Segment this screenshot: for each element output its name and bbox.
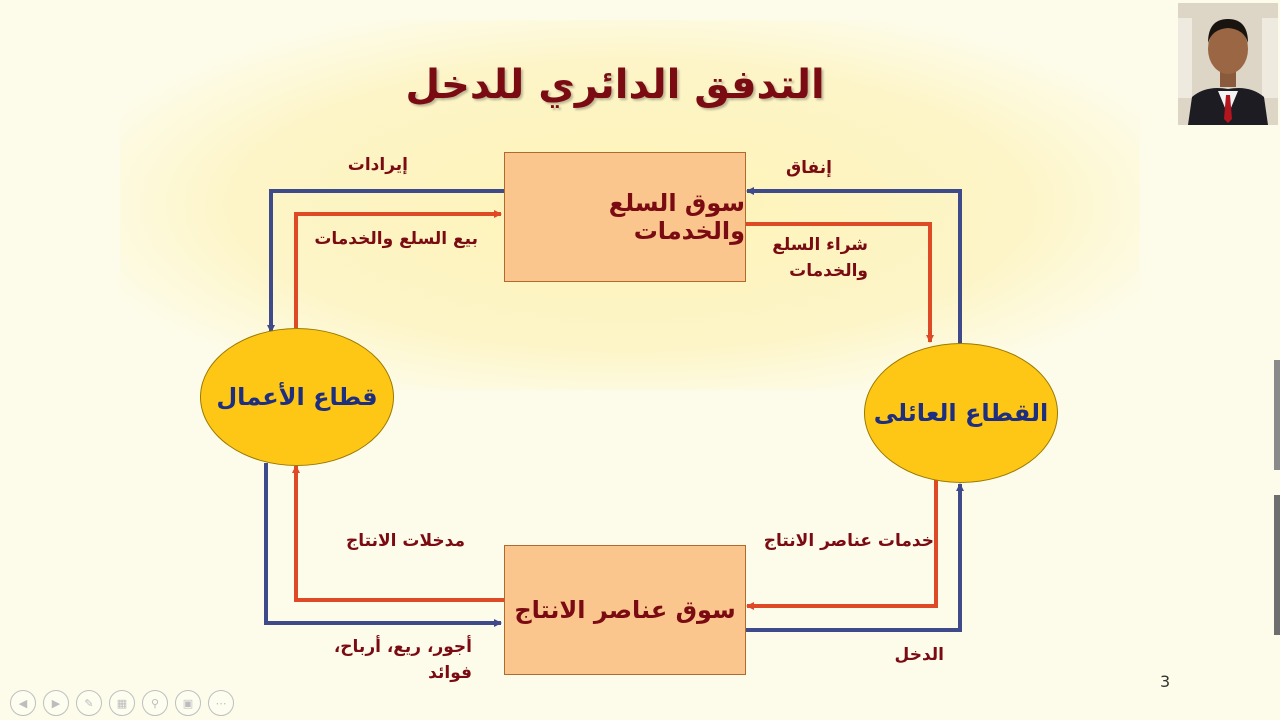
purchase-arrow	[744, 222, 934, 343]
sale-arrow	[294, 210, 502, 328]
payments-arrow	[264, 463, 502, 627]
screen-icon[interactable]: ▣	[175, 690, 201, 716]
purchase-line-1: شراء السلع	[772, 235, 868, 255]
slide-title: التدفق الدائري للدخل	[405, 62, 825, 108]
previous-icon[interactable]: ◀	[10, 690, 36, 716]
spending-label: إنفاق	[785, 158, 832, 178]
services-arrow	[746, 472, 938, 610]
income-arrow	[744, 483, 964, 632]
purchase-label: شراء السلع والخدمات	[772, 232, 868, 284]
pen-icon[interactable]: ✎	[76, 690, 102, 716]
business-sector-ellipse: قطاع الأعمال	[200, 328, 394, 466]
payments-label: أجور، ريع، أرباح، فوائد	[334, 634, 472, 686]
slides-icon[interactable]: ▦	[109, 690, 135, 716]
slideshow-toolbar: ◀ ▶ ✎ ▦ ⚲ ▣ ⋯	[0, 686, 470, 720]
inputs-arrow	[292, 465, 504, 602]
factor-market-label: سوق عناصر الانتاج	[514, 596, 736, 624]
right-edge-strip	[1274, 360, 1280, 470]
factor-services-label: خدمات عناصر الانتاج	[763, 531, 934, 551]
payments-line-1: أجور، ريع، أرباح،	[333, 637, 472, 657]
factor-market-box: سوق عناصر الانتاج	[504, 545, 746, 675]
income-label: الدخل	[894, 645, 944, 665]
household-sector-label: القطاع العائلى	[873, 399, 1049, 427]
presenter-video	[1178, 3, 1278, 125]
right-edge-strip-lower	[1274, 495, 1280, 635]
next-icon[interactable]: ▶	[43, 690, 69, 716]
sale-of-goods-label: بيع السلع والخدمات	[314, 229, 478, 249]
household-sector-ellipse: القطاع العائلى	[864, 343, 1058, 483]
revenues-arrow	[267, 189, 504, 333]
business-sector-label: قطاع الأعمال	[216, 383, 378, 411]
goods-market-box: سوق السلع والخدمات	[504, 152, 746, 282]
payments-line-2: فوائد	[428, 663, 472, 683]
purchase-line-2: والخدمات	[789, 261, 868, 281]
revenues-label: إيرادات	[347, 155, 408, 175]
zoom-icon[interactable]: ⚲	[142, 690, 168, 716]
goods-market-label: سوق السلع والخدمات	[608, 189, 745, 245]
slide-number: 3	[1160, 672, 1171, 691]
more-icon[interactable]: ⋯	[208, 690, 234, 716]
presenter-image	[1178, 3, 1278, 125]
spending-arrow	[746, 187, 962, 345]
production-inputs-label: مدخلات الانتاج	[346, 531, 465, 551]
